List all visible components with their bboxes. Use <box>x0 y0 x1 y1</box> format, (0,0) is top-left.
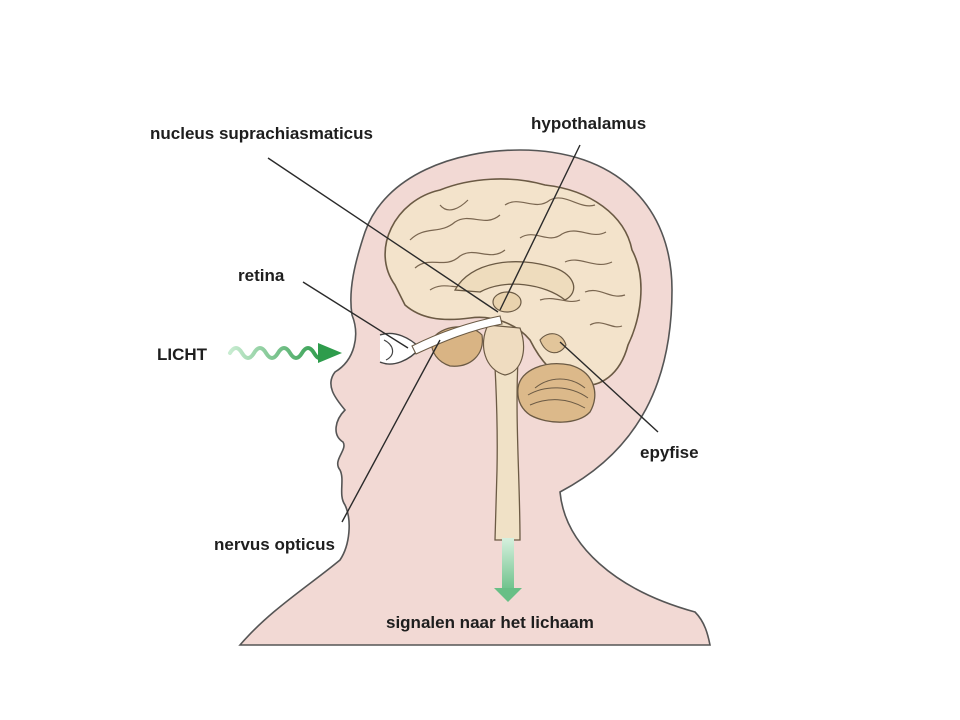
pons <box>482 324 525 376</box>
leader-epyfise <box>559 341 659 433</box>
brain-folds <box>409 197 626 328</box>
arrow-down-icon <box>494 538 522 602</box>
leader-nervus-opticus <box>341 339 441 523</box>
wavy-arrow-right-icon <box>228 343 342 363</box>
label-nervus-opticus: nervus opticus <box>214 535 335 554</box>
label-retina: retina <box>238 266 285 285</box>
label-epyfise: epyfise <box>640 443 699 462</box>
pineal-gland <box>539 333 567 354</box>
leader-retina <box>302 281 409 349</box>
label-signalen: signalen naar het lichaam <box>386 613 594 632</box>
leader-nucleus <box>267 157 499 313</box>
cerebellum <box>517 363 596 423</box>
label-nucleus-suprachiasmaticus: nucleus suprachiasmaticus <box>150 124 373 143</box>
label-licht: LICHT <box>157 345 208 364</box>
leader-hypothalamus <box>499 144 581 311</box>
hypothalamus-region <box>492 291 522 313</box>
label-hypothalamus: hypothalamus <box>531 114 646 133</box>
optic-nerve <box>411 315 503 355</box>
